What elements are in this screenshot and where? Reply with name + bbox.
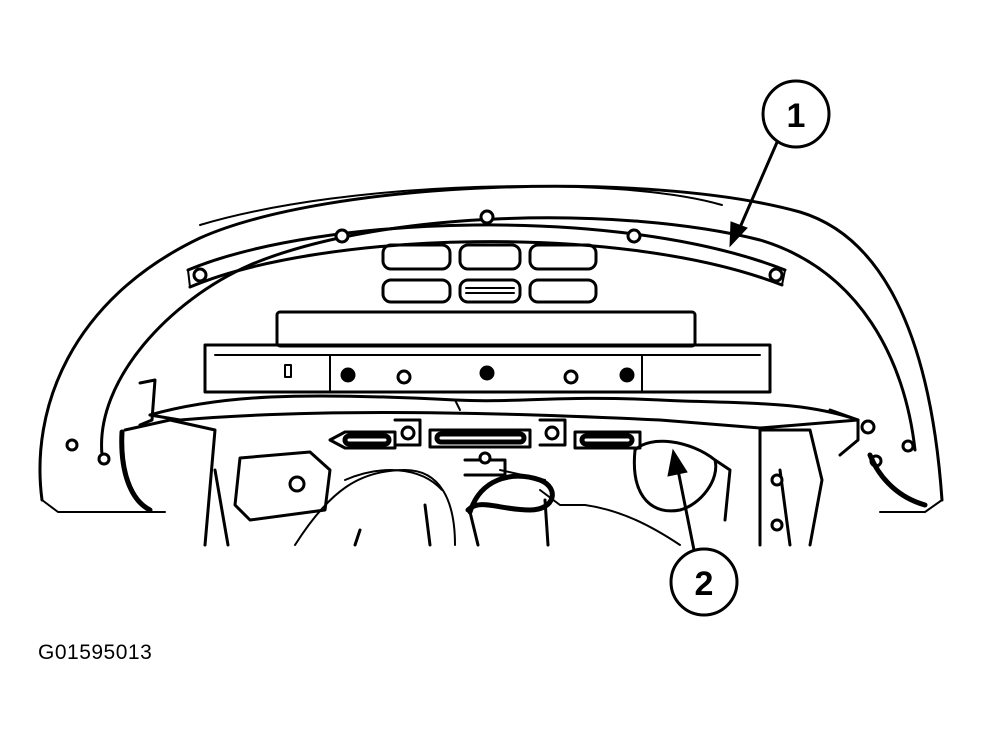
bar-fasteners (340, 365, 635, 385)
left-structure (65, 378, 456, 547)
right-structure (632, 408, 928, 547)
center-crossmember (328, 418, 642, 477)
callout-2-leader (676, 468, 696, 552)
callout-1-number: 1 (787, 97, 806, 135)
arrow-icon (729, 221, 748, 248)
callout-2-number: 2 (695, 565, 714, 603)
lower-valance (148, 394, 860, 430)
callout-2: 2 (667, 448, 739, 617)
figure-id: G01595013 (38, 641, 153, 664)
callout-1: 1 (729, 79, 831, 248)
grille-openings (381, 243, 598, 304)
callout-1-leader (736, 138, 780, 234)
upper-retainer-strip (186, 223, 787, 289)
reinforcement-bar (203, 310, 772, 394)
circle-callout (669, 547, 739, 617)
strip-fasteners (192, 209, 784, 283)
circle-callout (761, 79, 831, 149)
arrow-icon (667, 448, 688, 477)
wiring-harness (465, 469, 681, 547)
bumper-cover (38, 184, 944, 513)
